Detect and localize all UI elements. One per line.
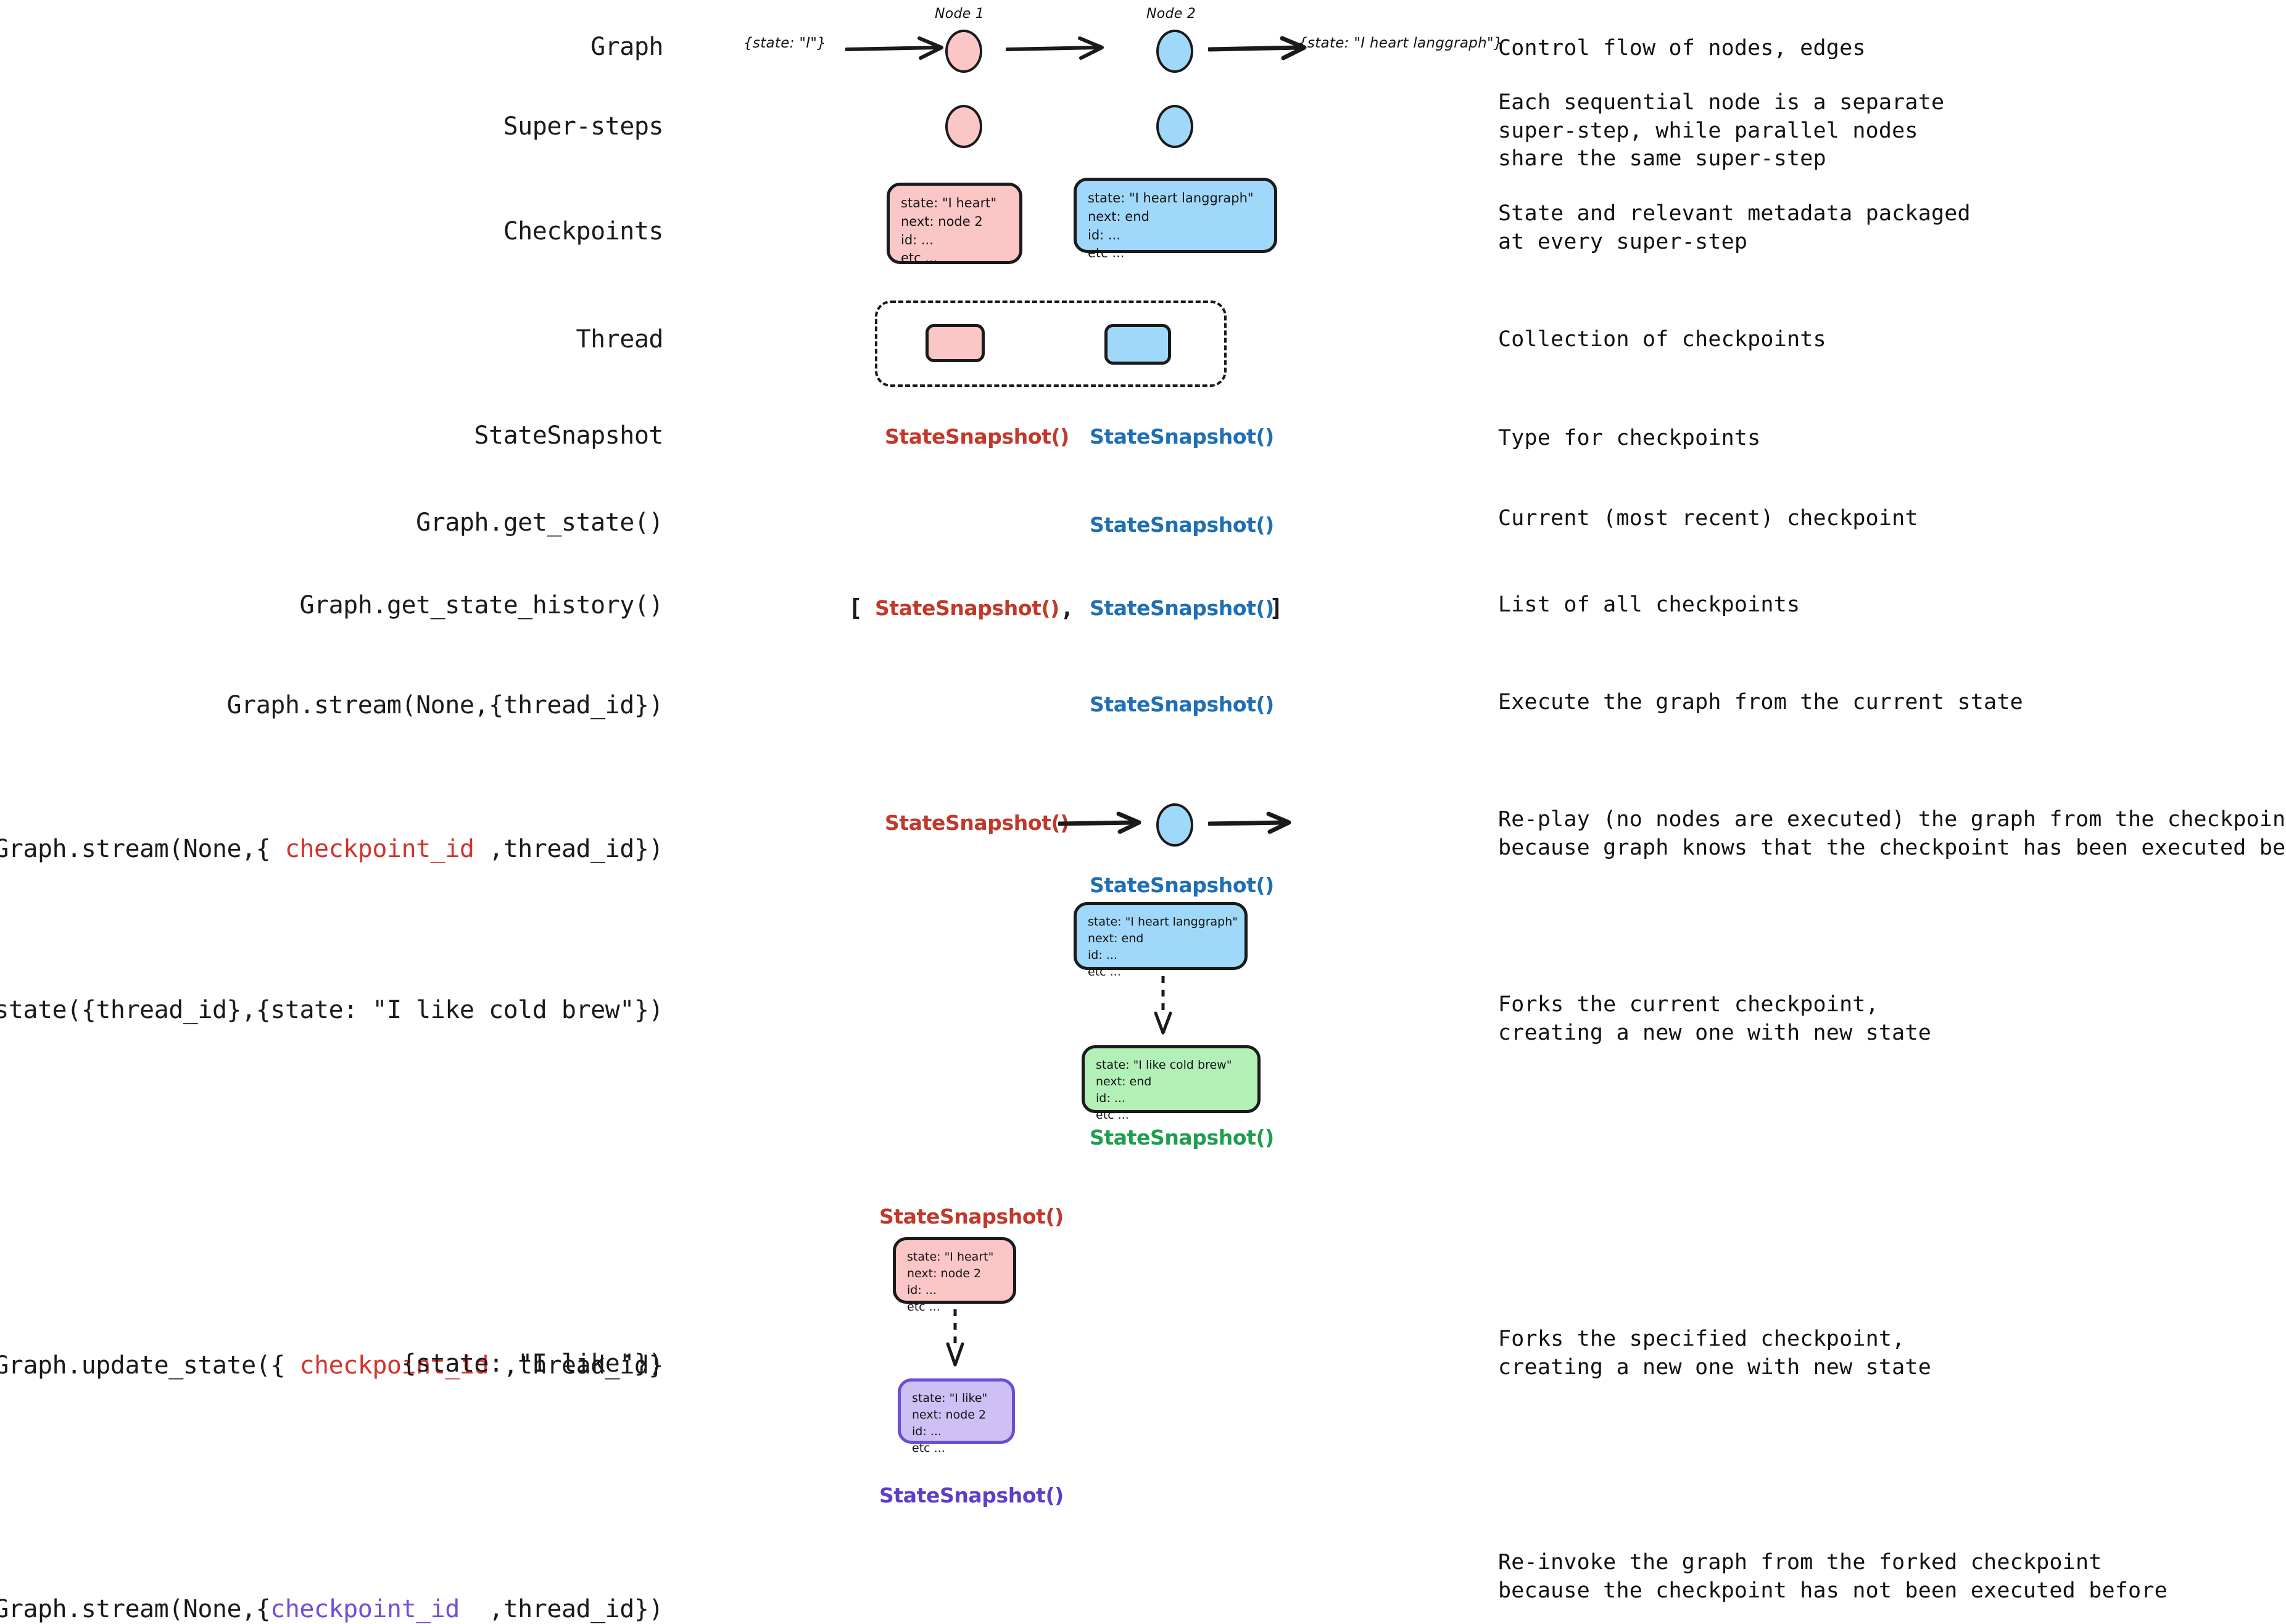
snapshot-caption-stream-thread: StateSnapshot() bbox=[1090, 692, 1274, 716]
snapshot-caption-get-state: StateSnapshot() bbox=[1090, 513, 1274, 537]
row-label-get-state-history: Graph.get_state_history() bbox=[299, 591, 663, 619]
row-desc-statesnapshot: Type for checkpoints bbox=[1498, 426, 1761, 450]
super-step-node-1 bbox=[945, 105, 982, 148]
row-desc-get-state-history: List of all checkpoints bbox=[1498, 592, 1800, 617]
thread-checkpoint-pink bbox=[926, 324, 985, 362]
replay-arrow-1 bbox=[1058, 811, 1141, 834]
stream-checkpoint-part-2: ,thread_id}) bbox=[474, 835, 663, 864]
row-label-statesnapshot: StateSnapshot bbox=[474, 421, 663, 450]
fork-current-dashed-arrow bbox=[1154, 976, 1172, 1035]
node-2-circle bbox=[1156, 30, 1193, 73]
fork-specified-box-pink: state: "I heart" next: node 2 id: ... et… bbox=[893, 1237, 1016, 1314]
snapshot-caption-blue-type: StateSnapshot() bbox=[1090, 425, 1274, 449]
stream-forked-part-2: ,thread_id}) bbox=[459, 1595, 664, 1624]
stream-forked-keyword: checkpoint_id bbox=[270, 1595, 460, 1624]
row-desc-checkpoints: State and relevant metadata packaged at … bbox=[1498, 201, 1971, 254]
thread-container bbox=[875, 300, 1227, 387]
row-label-super-steps: Super-steps bbox=[503, 112, 664, 141]
row-desc-update-state-thread: Forks the current checkpoint, creating a… bbox=[1498, 992, 1931, 1045]
history-comma: , bbox=[1060, 594, 1074, 621]
row-label-thread: Thread bbox=[576, 325, 664, 354]
state-output-annotation: {state: "I heart langgraph"} bbox=[1298, 35, 1503, 51]
update-state-checkpoint-part-0: Graph.update_state({ bbox=[0, 1351, 300, 1380]
replay-node-circle bbox=[1156, 803, 1193, 847]
row-label-get-state: Graph.get_state() bbox=[416, 508, 663, 537]
stream-forked-part-0: Graph.stream(None,{ bbox=[0, 1595, 271, 1624]
row-desc-stream-forked: Re-invoke the graph from the forked chec… bbox=[1498, 1550, 2168, 1603]
super-step-node-2 bbox=[1156, 105, 1193, 148]
fork-current-box-blue: state: "I heart langgraph" next: end id:… bbox=[1074, 902, 1248, 979]
row-label-update-state-checkpoint-line2: {state: "I like"}) bbox=[401, 1349, 664, 1378]
history-snapshot-red: StateSnapshot() bbox=[875, 596, 1059, 620]
thread-checkpoint-blue bbox=[1104, 324, 1171, 365]
fork-specified-dashed-arrow bbox=[946, 1309, 964, 1367]
fork-specified-snapshot-purple: StateSnapshot() bbox=[879, 1483, 1064, 1507]
row-label-stream-checkpoint: Graph.stream(None,{ checkpoint_id ,threa… bbox=[0, 806, 663, 864]
history-snapshot-blue: StateSnapshot() bbox=[1090, 596, 1274, 620]
row-label-stream-forked: Graph.stream(None,{checkpoint_id ,thread… bbox=[0, 1567, 664, 1624]
stream-checkpoint-keyword: checkpoint_id bbox=[284, 835, 474, 864]
checkpoint-box-pink: state: "I heart" next: node 2 id: ... et… bbox=[887, 183, 1022, 265]
fork-current-snapshot-green: StateSnapshot() bbox=[1090, 1125, 1274, 1150]
row-label-stream-thread: Graph.stream(None,{thread_id}) bbox=[226, 691, 664, 719]
row-desc-super-steps: Each sequential node is a separate super… bbox=[1498, 90, 1945, 171]
row-desc-thread: Collection of checkpoints bbox=[1498, 327, 1826, 352]
edge-arrow-3 bbox=[1208, 36, 1307, 60]
row-desc-stream-thread: Execute the graph from the current state bbox=[1498, 690, 2023, 715]
edge-arrow-1 bbox=[845, 36, 943, 60]
node-1-circle bbox=[945, 30, 982, 73]
stream-checkpoint-part-0: Graph.stream(None,{ bbox=[0, 835, 285, 864]
node-1-label: Node 1 bbox=[935, 6, 985, 22]
row-desc-stream-checkpoint: Re-play (no nodes are executed) the grap… bbox=[1498, 807, 2286, 860]
checkpoint-box-blue: state: "I heart langgraph" next: end id:… bbox=[1074, 178, 1277, 260]
node-2-label: Node 2 bbox=[1146, 6, 1196, 22]
replay-snapshot-red: StateSnapshot() bbox=[885, 811, 1069, 835]
row-label-update-state-checkpoint: Graph.update_state({ checkpoint_id ,thre… bbox=[0, 1323, 663, 1380]
state-input-annotation: {state: "I"} bbox=[743, 35, 827, 51]
row-label-graph: Graph bbox=[590, 33, 663, 61]
row-desc-get-state: Current (most recent) checkpoint bbox=[1498, 506, 1918, 531]
update-state-checkpoint-keyword: checkpoint_id bbox=[299, 1351, 489, 1380]
row-label-checkpoints: Checkpoints bbox=[503, 217, 664, 246]
edge-arrow-2 bbox=[1006, 36, 1104, 60]
snapshot-caption-red-type: StateSnapshot() bbox=[885, 425, 1069, 449]
fork-specified-box-purple: state: "I like" next: node 2 id: ... etc… bbox=[898, 1378, 1015, 1455]
history-open-bracket: [ bbox=[848, 594, 863, 621]
fork-specified-snapshot-red: StateSnapshot() bbox=[879, 1204, 1064, 1228]
row-desc-graph: Control flow of nodes, edges bbox=[1498, 36, 1866, 60]
update-state-checkpoint-part-2: ,thread_id} bbox=[489, 1351, 664, 1380]
row-desc-update-state-checkpoint: Forks the specified checkpoint, creating… bbox=[1498, 1327, 1931, 1380]
fork-current-snapshot-blue: StateSnapshot() bbox=[1090, 873, 1274, 897]
replay-arrow-2 bbox=[1208, 811, 1291, 834]
fork-current-box-green: state: "I like cold brew" next: end id: … bbox=[1082, 1045, 1261, 1122]
history-close-bracket: ] bbox=[1269, 594, 1283, 621]
row-label-update-state-thread: Graph.update_state({thread_id},{state: "… bbox=[0, 996, 664, 1024]
